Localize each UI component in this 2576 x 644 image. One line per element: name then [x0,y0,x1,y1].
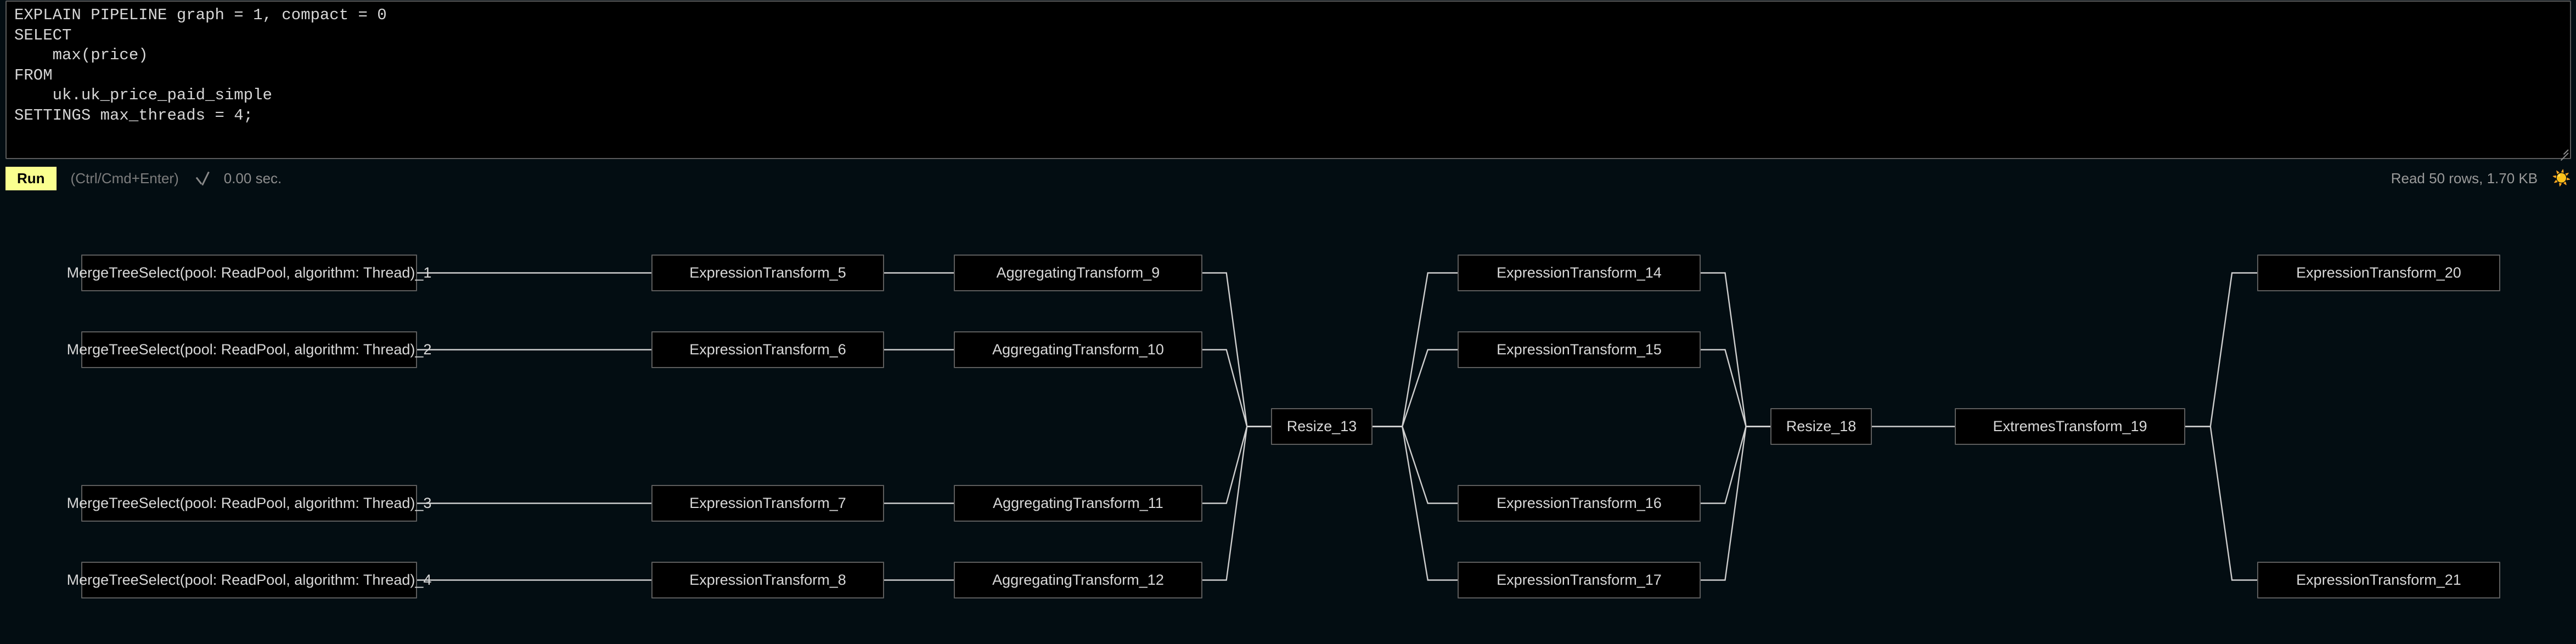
graph-node-mts3[interactable]: MergeTreeSelect(pool: ReadPool, algorith… [67,485,431,522]
graph-node-mts2[interactable]: MergeTreeSelect(pool: ReadPool, algorith… [67,331,431,368]
graph-node-label: AggregatingTransform_10 [992,341,1164,358]
graph-node-ag11[interactable]: AggregatingTransform_11 [954,485,1202,522]
query-toolbar: Run (Ctrl/Cmd+Enter) 0.00 sec. Read 50 r… [5,166,2571,190]
graph-edge-rs13-to-et16 [1373,426,1458,504]
pipeline-graph: MergeTreeSelect(pool: ReadPool, algorith… [0,197,2576,644]
graph-node-ag10[interactable]: AggregatingTransform_10 [954,331,1202,368]
graph-node-label: MergeTreeSelect(pool: ReadPool, algorith… [66,341,432,358]
graph-node-label: ExpressionTransform_21 [2296,572,2461,588]
graph-edge-ag10-to-rs13 [1202,349,1271,427]
graph-edge-ag11-to-rs13 [1202,426,1271,504]
graph-node-label: Resize_13 [1286,418,1357,434]
graph-node-rs13[interactable]: Resize_13 [1271,408,1373,445]
graph-node-et17[interactable]: ExpressionTransform_17 [1458,562,1701,598]
graph-node-et16[interactable]: ExpressionTransform_16 [1458,485,1701,522]
graph-node-et5[interactable]: ExpressionTransform_5 [651,255,884,291]
graph-node-ag12[interactable]: AggregatingTransform_12 [954,562,1202,598]
graph-edge-rs13-to-et17 [1373,426,1458,581]
elapsed-time: 0.00 sec. [223,170,282,187]
graph-node-label: ExpressionTransform_7 [689,495,846,511]
run-button[interactable]: Run [5,166,57,190]
keyboard-shortcut-hint: (Ctrl/Cmd+Enter) [70,170,179,187]
graph-node-label: AggregatingTransform_9 [996,264,1160,281]
graph-node-label: ExpressionTransform_6 [689,341,846,358]
pipeline-edges [417,272,2257,581]
graph-node-label: ExpressionTransform_16 [1497,495,1662,511]
theme-toggle-sun-icon[interactable]: ☀️ [2552,170,2571,187]
graph-node-label: ExpressionTransform_5 [689,264,846,281]
graph-node-et8[interactable]: ExpressionTransform_8 [651,562,884,598]
graph-node-et6[interactable]: ExpressionTransform_6 [651,331,884,368]
graph-node-label: ExpressionTransform_20 [2296,264,2461,281]
graph-node-ag9[interactable]: AggregatingTransform_9 [954,255,1202,291]
graph-node-label: AggregatingTransform_11 [993,495,1163,511]
graph-node-et21[interactable]: ExpressionTransform_21 [2257,562,2500,598]
graph-node-ex19[interactable]: ExtremesTransform_19 [1955,408,2185,445]
graph-node-et20[interactable]: ExpressionTransform_20 [2257,255,2500,291]
graph-node-mts4[interactable]: MergeTreeSelect(pool: ReadPool, algorith… [67,562,431,598]
graph-edge-ex19-to-et20 [2185,272,2257,427]
graph-node-rs18[interactable]: Resize_18 [1770,408,1872,445]
graph-edge-ag12-to-rs13 [1202,426,1271,581]
graph-node-label: MergeTreeSelect(pool: ReadPool, algorith… [66,264,432,281]
graph-edge-et17-to-rs18 [1701,426,1770,581]
graph-node-label: AggregatingTransform_12 [992,572,1164,588]
graph-edge-rs13-to-et15 [1373,349,1458,427]
graph-node-label: ExtremesTransform_19 [1993,418,2147,434]
read-stats: Read 50 rows, 1.70 KB [2391,170,2538,187]
graph-node-label: MergeTreeSelect(pool: ReadPool, algorith… [66,495,432,511]
graph-node-et14[interactable]: ExpressionTransform_14 [1458,255,1701,291]
sql-editor[interactable] [5,1,2571,159]
sql-editor-container [5,1,2571,161]
check-icon [194,170,211,187]
graph-node-label: ExpressionTransform_8 [689,572,846,588]
graph-node-label: ExpressionTransform_14 [1497,264,1662,281]
graph-node-label: ExpressionTransform_15 [1497,341,1662,358]
graph-edge-et16-to-rs18 [1701,426,1770,504]
graph-node-et15[interactable]: ExpressionTransform_15 [1458,331,1701,368]
graph-node-et7[interactable]: ExpressionTransform_7 [651,485,884,522]
graph-edge-ex19-to-et21 [2185,426,2257,581]
graph-node-mts1[interactable]: MergeTreeSelect(pool: ReadPool, algorith… [67,255,431,291]
graph-node-label: ExpressionTransform_17 [1497,572,1662,588]
graph-node-label: MergeTreeSelect(pool: ReadPool, algorith… [66,572,432,588]
graph-edge-et15-to-rs18 [1701,349,1770,427]
graph-node-label: Resize_18 [1786,418,1857,434]
